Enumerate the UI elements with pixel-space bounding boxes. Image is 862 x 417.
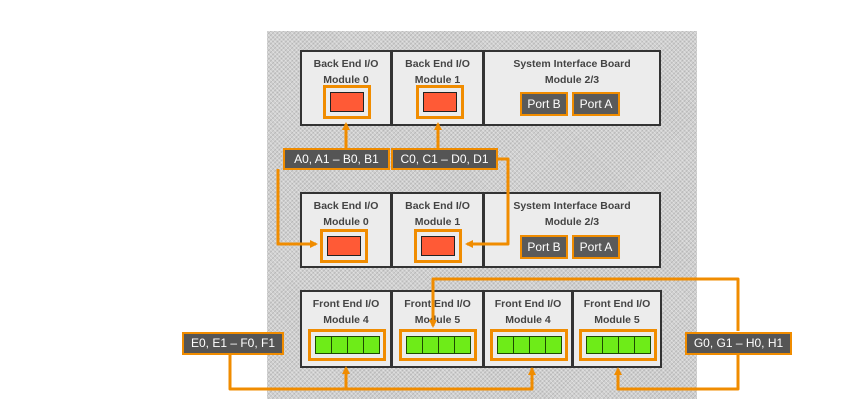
fe-port-frame <box>579 329 657 361</box>
cable-ef <box>228 355 534 391</box>
mid-sib-module: System Interface Board Module 2/3 Port B… <box>483 192 661 268</box>
connection-label-e-f: E0, E1 – F0, F1 <box>182 332 284 355</box>
module-title: Front End I/O Module 4 <box>494 298 562 326</box>
fe-port-frame <box>399 329 477 361</box>
fe-port-frame <box>490 329 568 361</box>
be-port-frame <box>320 229 368 263</box>
top-be-io-module-0: Back End I/O Module 0 <box>300 50 392 126</box>
module-title: Front End I/O Module 5 <box>583 298 651 326</box>
fe-port-4[interactable] <box>454 336 471 354</box>
be-port[interactable] <box>421 236 455 256</box>
be-port[interactable] <box>330 92 364 112</box>
cable-gh-bottom <box>614 355 740 391</box>
fe-port-4[interactable] <box>363 336 380 354</box>
be-port-frame <box>323 85 371 119</box>
connection-label-a-b: A0, A1 – B0, B1 <box>283 148 390 170</box>
module-title: Front End I/O Module 4 <box>312 298 380 326</box>
mid-be-io-module-0: Back End I/O Module 0 <box>300 192 392 268</box>
fe-io-module-5-left: Front End I/O Module 5 <box>391 290 484 368</box>
fe-io-module-4-left: Front End I/O Module 4 <box>300 290 392 368</box>
port-a-button[interactable]: Port A <box>572 92 620 116</box>
port-b-button[interactable]: Port B <box>520 235 568 259</box>
port-b-button[interactable]: Port B <box>520 92 568 116</box>
be-port-frame <box>414 229 462 263</box>
mid-be-io-module-1: Back End I/O Module 1 <box>391 192 484 268</box>
module-title: Back End I/O Module 0 <box>313 58 379 86</box>
module-title: Back End I/O Module 1 <box>405 200 470 228</box>
fe-port-4[interactable] <box>634 336 651 354</box>
module-title: Back End I/O Module 0 <box>313 200 379 228</box>
be-port-frame <box>416 85 464 119</box>
fe-io-module-5-right: Front End I/O Module 5 <box>572 290 662 368</box>
module-title: Back End I/O Module 1 <box>405 58 470 86</box>
be-port[interactable] <box>423 92 457 112</box>
connection-label-g-h: G0, G1 – H0, H1 <box>685 332 792 355</box>
fe-port-4[interactable] <box>545 336 562 354</box>
cable-gh-top <box>429 277 740 331</box>
connection-label-c-d: C0, C1 – D0, D1 <box>391 148 498 170</box>
cable-ab-down <box>276 169 318 248</box>
port-a-button[interactable]: Port A <box>572 235 620 259</box>
top-sib-module: System Interface Board Module 2/3 Port B… <box>483 50 661 126</box>
module-title: Front End I/O Module 5 <box>404 298 471 326</box>
module-title: System Interface Board Module 2/3 <box>513 58 631 86</box>
be-port[interactable] <box>327 236 361 256</box>
cable-cd-down <box>465 157 510 248</box>
module-title: System Interface Board Module 2/3 <box>513 200 631 228</box>
fe-io-module-4-right: Front End I/O Module 4 <box>483 290 573 368</box>
fe-port-frame <box>308 329 386 361</box>
